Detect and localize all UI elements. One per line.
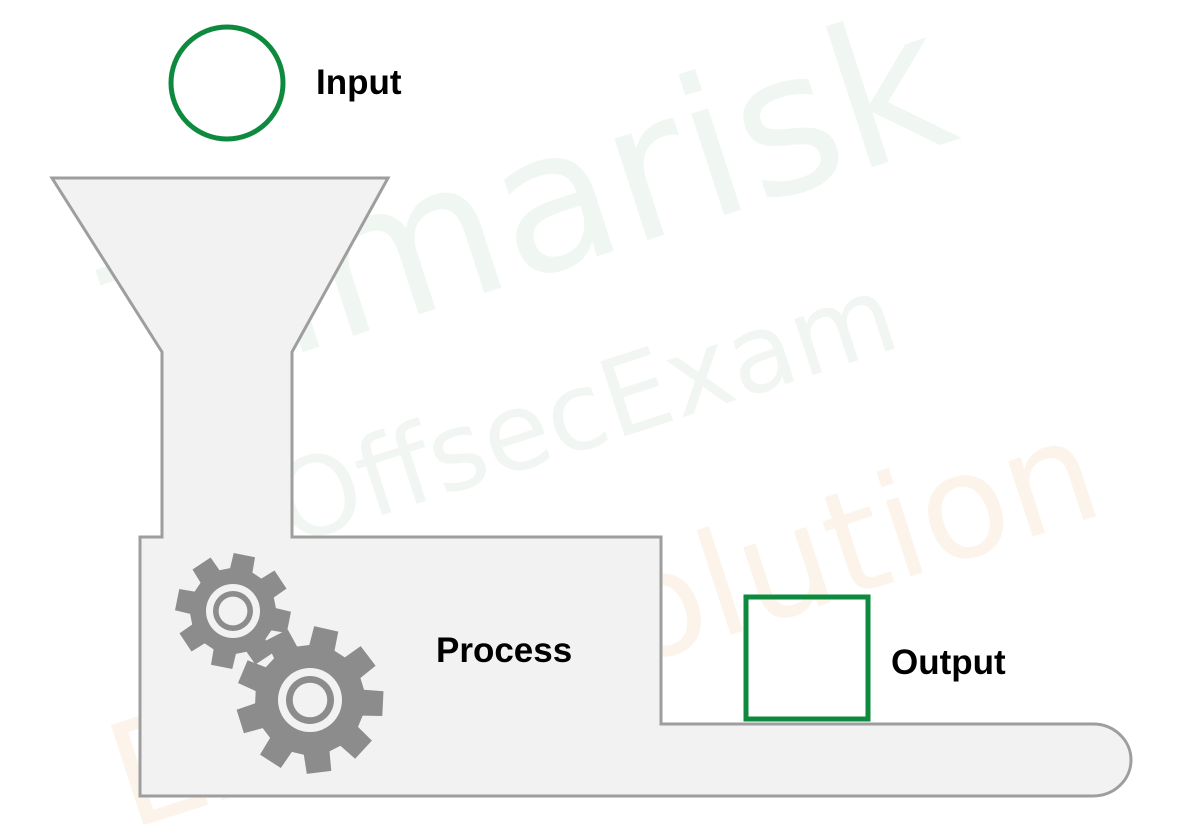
- input-label: Input: [316, 63, 402, 102]
- large-gear-icon: [236, 626, 384, 774]
- gear-hole: [292, 682, 328, 718]
- input-circle-icon: [168, 24, 286, 142]
- small-gear-icon: [175, 553, 291, 669]
- output-label: Output: [891, 643, 1006, 682]
- output-square-icon: [743, 594, 871, 722]
- process-label: Process: [436, 631, 572, 670]
- gear-hole: [218, 596, 248, 626]
